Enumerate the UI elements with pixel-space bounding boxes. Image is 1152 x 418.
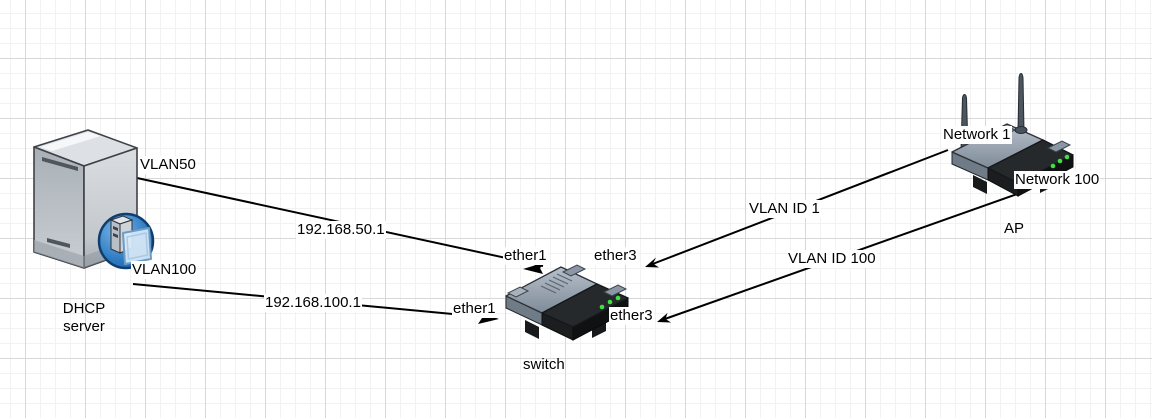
edge-label-ip-50[interactable]: 192.168.50.1: [296, 221, 386, 239]
dhcp-role-badge-icon[interactable]: [97, 212, 155, 270]
node-label-switch[interactable]: switch: [523, 356, 565, 373]
edge-label-ip-100[interactable]: 192.168.100.1: [264, 294, 362, 312]
server-slot: [47, 238, 70, 248]
corner-tab: [602, 284, 628, 297]
led: [1050, 163, 1056, 169]
antenna: [1017, 72, 1025, 132]
led: [1064, 154, 1070, 160]
port-label-vlan50[interactable]: VLAN50: [139, 156, 197, 174]
led: [1057, 158, 1063, 164]
led: [599, 304, 605, 310]
arrowhead: [523, 262, 546, 274]
corner-tab: [561, 264, 587, 277]
port-label-network-1[interactable]: Network 1: [942, 126, 1012, 144]
node-label-ap[interactable]: AP: [1004, 220, 1025, 237]
port-label-ether3-bottom[interactable]: ether3: [609, 307, 654, 325]
arrowhead: [645, 257, 659, 268]
server-slot: [42, 157, 78, 171]
vent-lines: [540, 273, 573, 294]
arrowhead: [657, 313, 671, 323]
corner-tab: [1046, 140, 1072, 153]
corner-tab: [506, 286, 530, 298]
edge-label-vlan-id-1[interactable]: VLAN ID 1: [748, 200, 821, 218]
edge-label-vlan-id-100[interactable]: VLAN ID 100: [787, 250, 877, 268]
led: [615, 295, 621, 301]
switch-icon[interactable]: [505, 264, 629, 341]
dhcp-server-icon[interactable]: [33, 129, 138, 269]
port-label-ether1-top[interactable]: ether1: [503, 247, 548, 265]
port-label-vlan100[interactable]: VLAN100: [131, 261, 198, 279]
port-label-network-100[interactable]: Network 100: [1014, 171, 1101, 189]
led: [607, 299, 613, 305]
node-label-dhcp-server[interactable]: DHCP server: [62, 300, 106, 335]
port-label-ether1-bottom[interactable]: ether1: [452, 300, 497, 318]
port-label-ether3-top[interactable]: ether3: [593, 247, 638, 265]
antenna-mount: [1014, 126, 1028, 134]
